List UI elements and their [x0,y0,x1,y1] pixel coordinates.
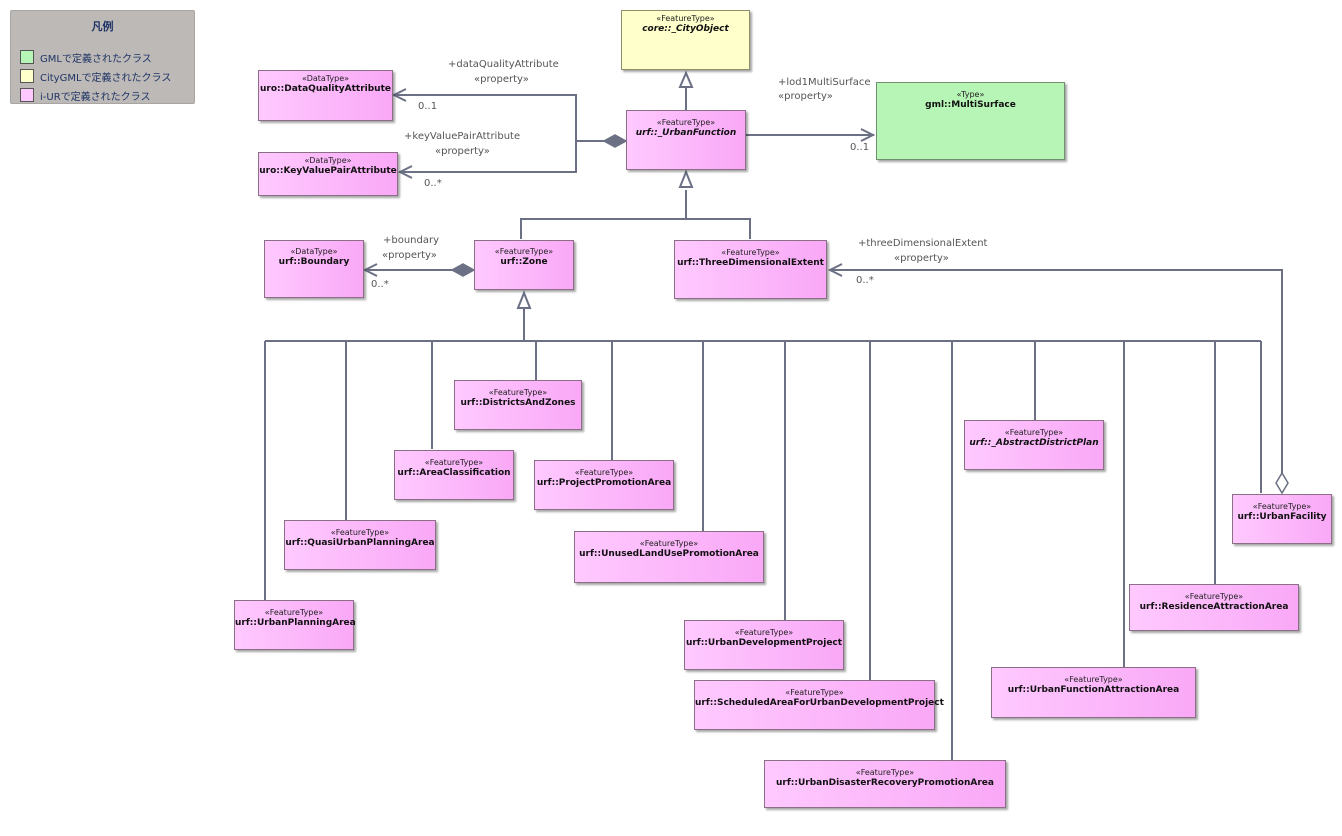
stereotype: «FeatureType» [656,14,715,23]
legend-item-iur: i-URで定義されたクラス [20,87,150,103]
class-data-quality-attribute[interactable]: «DataType» uro::DataQualityAttribute [258,70,393,121]
class-city-object[interactable]: «FeatureType» core::_CityObject [621,10,750,70]
class-name: urf::UrbanFacility [1237,512,1327,522]
assoc-stereotype-key-value: «property» [435,146,490,157]
class-name: urf::ProjectPromotionArea [536,478,672,488]
legend: 凡例 GMLで定義されたクラス CityGMLで定義されたクラス i-URで定義… [10,10,195,104]
assoc-role-lod1: +lod1MultiSurface [778,77,871,88]
class-name: urf::_AbstractDistrictPlan [969,438,1099,448]
class-name: core::_CityObject [642,24,729,34]
stereotype: «FeatureType» [1004,428,1064,437]
assoc-stereotype-boundary: «property» [382,250,437,261]
legend-swatch-gml [20,50,34,64]
class-name: urf::UrbanDevelopmentProject [685,638,843,648]
stereotype: «FeatureType» [264,608,324,617]
class-urban-disaster-recovery-promotion-area[interactable]: «FeatureType» urf::UrbanDisasterRecovery… [764,760,1006,808]
legend-label-iur: i-URで定義されたクラス [40,91,151,103]
assoc-stereotype-data-quality: «property» [474,74,529,85]
class-name: uro::KeyValuePairAttribute [259,166,397,176]
class-three-dimensional-extent[interactable]: «FeatureType» urf::ThreeDimensionalExten… [674,240,827,299]
stereotype: «Type» [956,90,985,99]
class-name: gml::MultiSurface [925,100,1016,110]
class-districts-and-zones[interactable]: «FeatureType» urf::DistrictsAndZones [454,380,582,430]
stereotype: «FeatureType» [330,528,390,537]
legend-title: 凡例 [91,20,114,33]
stereotype: «DataType» [301,74,350,83]
legend-item-gml: GMLで定義されたクラス [20,49,152,65]
class-residence-attraction-area[interactable]: «FeatureType» urf::ResidenceAttractionAr… [1129,584,1299,631]
stereotype: «FeatureType» [656,118,716,127]
class-urban-facility[interactable]: «FeatureType» urf::UrbanFacility [1232,494,1332,544]
class-name: urf::_UrbanFunction [635,128,737,138]
assoc-mult-three-d: 0..* [856,275,874,286]
class-name: urf::AreaClassification [397,468,511,478]
class-urban-function-attraction-area[interactable]: «FeatureType» urf::UrbanFunctionAttracti… [991,667,1196,718]
legend-item-citygml: CityGMLで定義されたクラス [20,68,171,84]
legend-swatch-citygml [20,69,34,83]
assoc-role-data-quality: +dataQualityAttribute [448,59,559,70]
assoc-mult-lod1: 0..1 [850,142,870,153]
class-multi-surface[interactable]: «Type» gml::MultiSurface [876,82,1065,160]
class-project-promotion-area[interactable]: «FeatureType» urf::ProjectPromotionArea [534,460,674,510]
class-name: urf::QuasiUrbanPlanningArea [285,538,435,548]
legend-label-gml: GMLで定義されたクラス [40,53,152,65]
stereotype: «FeatureType» [488,388,548,397]
legend-label-citygml: CityGMLで定義されたクラス [40,72,172,84]
legend-swatch-iur [20,88,34,102]
class-zone[interactable]: «FeatureType» urf::Zone [474,240,574,290]
assoc-mult-data-quality: 0..1 [418,101,438,112]
assoc-mult-key-value: 0..* [424,178,442,189]
stereotype: «FeatureType» [1184,592,1244,601]
class-key-value-pair-attribute[interactable]: «DataType» uro::KeyValuePairAttribute [258,152,398,196]
class-quasi-urban-planning-area[interactable]: «FeatureType» urf::QuasiUrbanPlanningAre… [284,520,436,570]
class-urban-function[interactable]: «FeatureType» urf::_UrbanFunction [626,110,746,170]
stereotype: «FeatureType» [734,628,794,637]
assoc-mult-boundary: 0..* [371,279,389,290]
class-unused-land-use-promotion-area[interactable]: «FeatureType» urf::UnusedLandUsePromotio… [574,531,764,583]
class-urban-planning-area[interactable]: «FeatureType» urf::UrbanPlanningArea [234,600,356,650]
assoc-stereotype-three-d: «property» [894,253,949,264]
class-name: urf::ThreeDimensionalExtent [677,258,824,268]
stereotype: «FeatureType» [424,458,484,467]
stereotype: «FeatureType» [639,539,699,548]
stereotype: «DataType» [290,247,338,256]
class-abstract-district-plan[interactable]: «FeatureType» urf::_AbstractDistrictPlan [964,420,1104,470]
class-name: uro::DataQualityAttribute [260,84,391,94]
stereotype: «FeatureType» [494,247,554,256]
class-name: urf::UrbanFunctionAttractionArea [1007,685,1180,695]
class-name: urf::UnusedLandUsePromotionArea [579,549,759,559]
assoc-stereotype-lod1: «property» [778,91,833,102]
stereotype: «FeatureType» [574,468,634,477]
assoc-role-three-d: +threeDimensionalExtent [858,238,988,249]
class-name: urf::Zone [500,257,548,267]
class-name: urf::ResidenceAttractionArea [1139,602,1289,612]
class-name: urf::ScheduledAreaForUrbanDevelopmentPro… [695,698,944,708]
stereotype: «FeatureType» [721,248,780,257]
class-name: urf::Boundary [278,257,350,267]
class-scheduled-area-for-urban-development-project[interactable]: «FeatureType» urf::ScheduledAreaForUrban… [694,680,944,730]
class-name: urf::UrbanDisasterRecoveryPromotionArea [776,778,994,788]
stereotype: «DataType» [304,156,352,165]
stereotype: «FeatureType» [855,768,915,777]
class-boundary[interactable]: «DataType» urf::Boundary [264,240,364,298]
stereotype: «FeatureType» [1252,502,1312,511]
stereotype: «FeatureType» [1064,675,1123,684]
class-urban-development-project[interactable]: «FeatureType» urf::UrbanDevelopmentProje… [684,620,844,670]
assoc-role-key-value: +keyValuePairAttribute [404,131,521,142]
class-name: urf::DistrictsAndZones [460,398,576,408]
class-name: urf::UrbanPlanningArea [235,618,356,628]
assoc-role-boundary: +boundary [383,235,440,246]
class-area-classification[interactable]: «FeatureType» urf::AreaClassification [394,450,514,500]
stereotype: «FeatureType» [785,688,844,697]
